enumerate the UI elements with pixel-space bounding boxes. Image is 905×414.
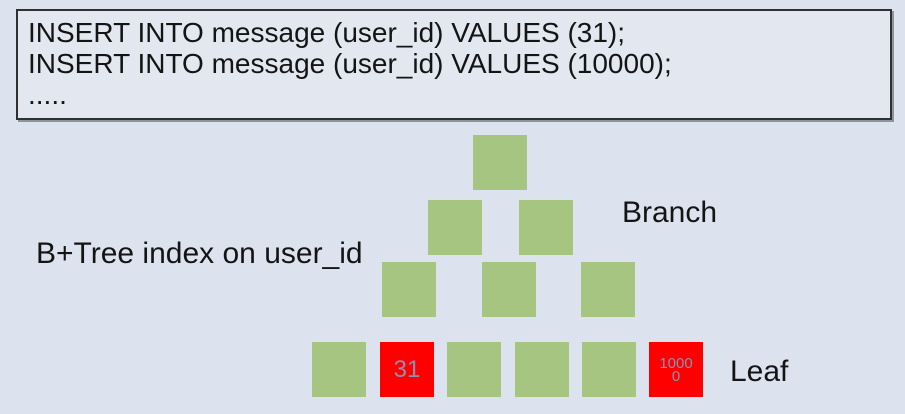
leaf-value-31: 31 [393, 355, 421, 383]
leaf-node-inserted-31: 31 [380, 342, 434, 397]
sql-line-2: INSERT INTO message (user_id) VALUES (10… [28, 48, 672, 79]
branch-level-label: Branch [622, 196, 718, 229]
leaf-level-label: Leaf [730, 355, 789, 388]
sql-line-ellipsis: ..... [28, 79, 67, 110]
sql-line-1: INSERT INTO message (user_id) VALUES (31… [28, 17, 626, 48]
leaf-node-1 [312, 342, 366, 397]
branch-node-root [473, 135, 527, 190]
branch-node-l2-2 [519, 200, 573, 255]
branch-node-l3-3 [581, 262, 635, 317]
leaf-node-5 [582, 342, 636, 397]
leaf-node-inserted-10000: 10000 [649, 342, 703, 397]
branch-node-l2-1 [428, 200, 482, 255]
sql-statements-box: INSERT INTO message (user_id) VALUES (31… [16, 9, 892, 120]
leaf-node-3 [447, 342, 501, 397]
btree-index-caption: B+Tree index on user_id [36, 237, 363, 270]
branch-node-l3-1 [382, 262, 436, 317]
leaf-node-4 [515, 342, 569, 397]
leaf-value-10000: 10000 [659, 354, 693, 385]
branch-node-l3-2 [482, 262, 536, 317]
